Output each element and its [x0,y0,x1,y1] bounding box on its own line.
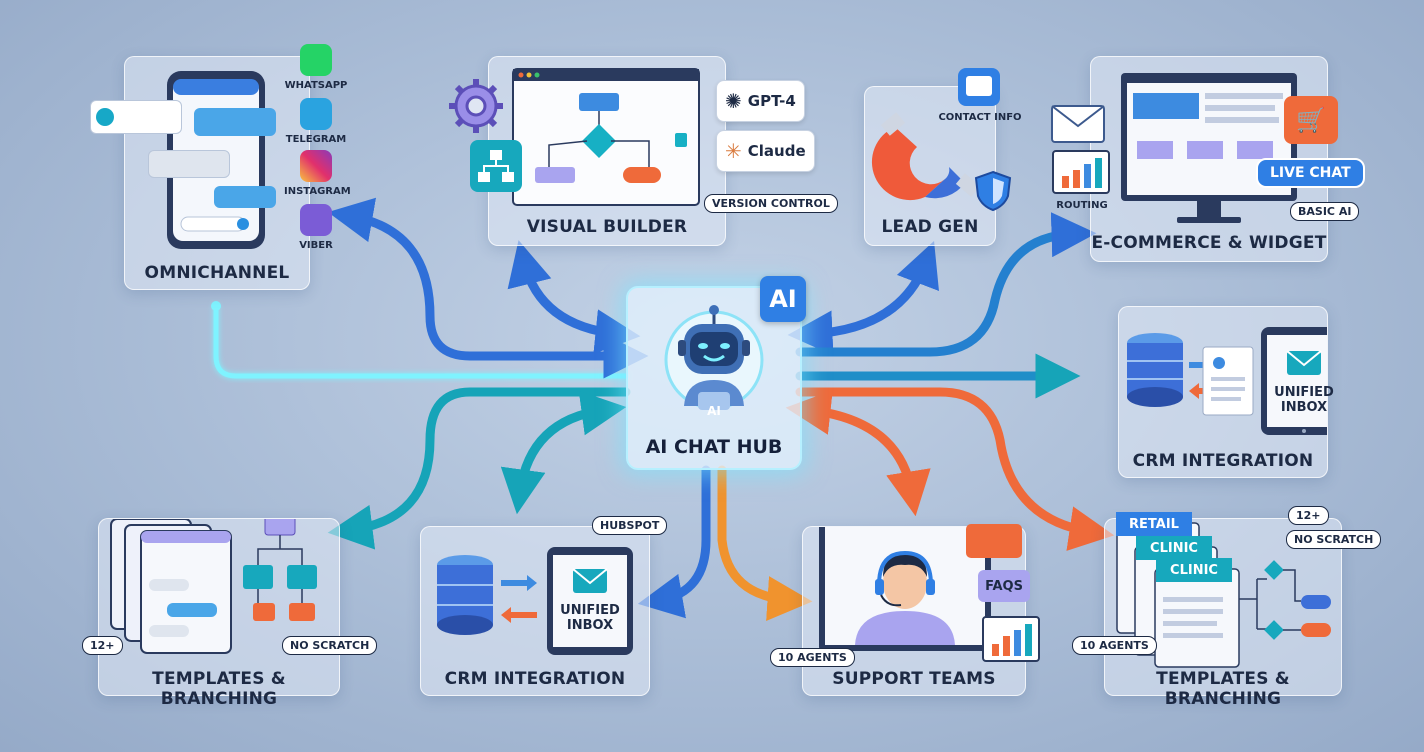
arrow-support-amber [717,465,813,621]
sitemap-icon [470,140,522,192]
no-scratch-badge: NO SCRATCH [282,636,378,655]
card-ecommerce[interactable]: E-COMMERCE & WIDGET [1090,56,1328,262]
card-title: CRM INTEGRATION [1132,451,1314,471]
unified-inbox-line2: INBOX [1280,400,1328,415]
openai-icon: ✺ [725,89,742,113]
arrow-templates-right [795,387,1115,551]
chat-bubble-outgoing [194,108,276,136]
hubspot-badge: HUBSPOT [592,516,668,535]
unified-inbox-line1: UNIFIED [560,603,620,618]
card-title: TEMPLATES & BRANCHING [152,669,286,709]
ticket-icon [966,524,1022,558]
card-templates-left[interactable]: TEMPLATES & BRANCHING [98,518,340,709]
arrow-support [785,390,931,517]
count-badge: 12+ [82,636,123,655]
routing-label: ROUTING [1056,200,1108,211]
card-title: OMNICHANNEL [144,263,290,283]
bar-chart-icon [1052,150,1110,194]
cart-icon[interactable]: 🛒 [1284,96,1338,144]
email-icon [1051,105,1105,143]
chat-bubble-incoming-2 [148,150,230,178]
count-badge: 12+ [1288,506,1329,525]
card-title: SUPPORT TEAMS [832,669,996,689]
ai-chat-hub[interactable]: AI AI CHAT HUB [626,286,802,470]
whatsapp-icon[interactable] [300,44,332,76]
claude-icon: ✳ [725,139,742,163]
glow-line [213,303,629,379]
app-label-viber: VIBER [299,240,333,251]
shield-icon [974,170,1012,212]
app-label-whatsapp: WHATSAPP [284,80,348,91]
arrow-visual-builder [507,240,641,355]
card-lead-gen[interactable]: LEAD GEN [864,86,996,246]
telegram-icon[interactable] [300,98,332,130]
arrow-omnichannel [327,197,649,379]
contact-info-label: CONTACT INFO [938,112,1022,123]
agents-badge: 10 AGENTS [1072,636,1157,655]
agent-video-illustration [819,527,991,651]
tab-clinic-2[interactable]: CLINIC [1156,558,1232,582]
magnet-icon [871,112,981,201]
arrow-crm-mid [500,390,627,515]
card-visual-builder[interactable]: VISUAL BUILDER [488,56,726,246]
database-sync-illustration [1127,327,1327,435]
arrow-lead-gen [787,240,939,356]
version-control-badge: VERSION CONTROL [704,194,838,213]
flow-editor-illustration [512,68,700,206]
arrow-crm-bottom [637,465,711,619]
faqs-bubble[interactable]: FAQS [978,570,1030,602]
contact-card-face [966,76,992,96]
card-title: VISUAL BUILDER [526,217,688,237]
model-label: GPT-4 [747,92,796,110]
arrow-ecommerce [795,212,1097,357]
ai-badge: AI [760,276,806,322]
unified-inbox-line1: UNIFIED [1274,385,1334,400]
card-crm-bottom[interactable]: UNIFIED INBOX CRM INTEGRATION [420,526,650,696]
typing-icon [96,108,114,126]
basic-ai-badge: BASIC AI [1290,202,1360,221]
database-sync-illustration [437,547,633,655]
model-chip-claude[interactable]: ✳ Claude [716,130,815,172]
robot-chest-badge: AI [707,404,721,418]
app-label-telegram: TELEGRAM [285,134,347,145]
model-label: Claude [747,142,806,160]
live-chat-bubble[interactable]: LIVE CHAT [1256,158,1365,188]
chat-bubble-outgoing-2 [214,186,276,208]
card-title: LEAD GEN [881,217,979,237]
model-chip-gpt4[interactable]: ✺ GPT-4 [716,80,805,122]
agents-badge: 10 AGENTS [770,648,855,667]
card-title: CRM INTEGRATION [444,669,626,689]
arrow-templates-left [327,387,631,550]
bar-chart-icon [982,616,1040,662]
card-crm-right[interactable]: UNIFIED INBOX CRM INTEGRATION [1118,306,1334,478]
card-title: TEMPLATES & BRANCHING [1156,669,1290,709]
viber-icon[interactable] [300,204,332,236]
tab-clinic[interactable]: CLINIC [1136,536,1212,560]
no-scratch-badge: NO SCRATCH [1286,530,1382,549]
robot-icon [664,305,764,410]
templates-illustration [110,519,317,654]
instagram-icon[interactable] [300,150,332,182]
hub-title: AI CHAT HUB [645,436,783,458]
card-title: E-COMMERCE & WIDGET [1091,233,1327,253]
app-label-instagram: INSTAGRAM [284,186,351,197]
gear-icon [449,79,503,133]
tab-retail[interactable]: RETAIL [1116,512,1192,536]
unified-inbox-line2: INBOX [566,618,614,633]
